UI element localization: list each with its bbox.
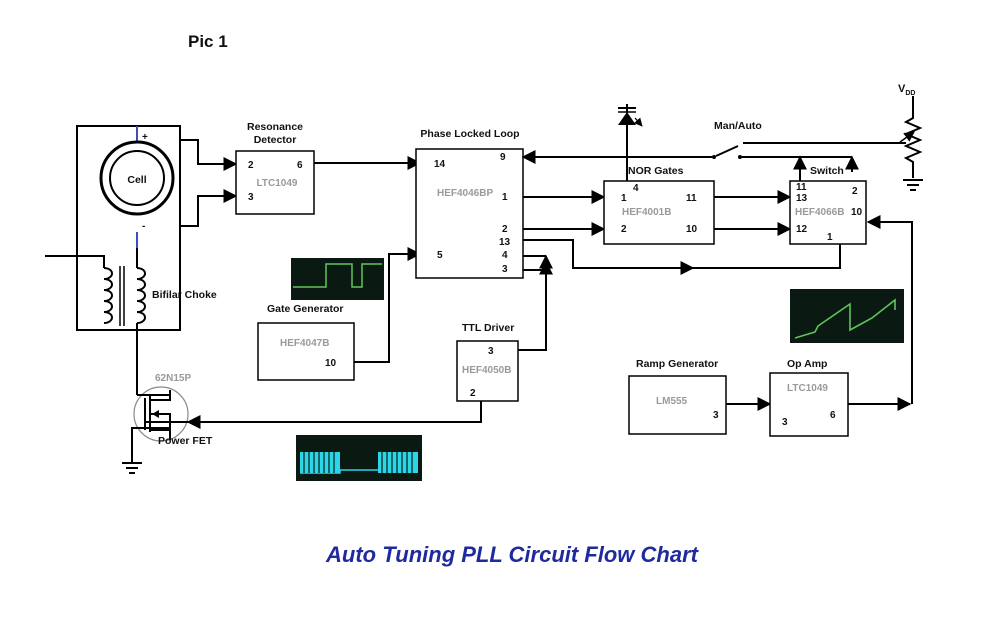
pll-pin-2: 2 (502, 224, 508, 235)
op-amp-block: Op Amp LTC1049 3 6 (769, 358, 849, 437)
ttl-title: TTL Driver (462, 322, 514, 334)
fet-label: Power FET (158, 435, 213, 447)
pll-title: Phase Locked Loop (420, 128, 519, 140)
opamp-part: LTC1049 (787, 383, 828, 394)
pll-pin-5: 5 (437, 250, 443, 261)
man-auto-label: Man/Auto (714, 120, 762, 132)
ttl-pin-2: 2 (470, 388, 476, 399)
switch-pin-10: 10 (851, 207, 863, 218)
cell-plus: + (142, 132, 148, 143)
nor-pin-11: 11 (686, 193, 697, 204)
pll-pin-13: 13 (499, 237, 511, 248)
opamp-pin-3: 3 (782, 417, 788, 428)
ttl-part: HEF4050B (462, 365, 511, 376)
switch-title: Switch (810, 165, 844, 177)
switch-pin-2: 2 (852, 186, 858, 197)
pll-part: HEF4046BP (437, 188, 493, 199)
ramp-pin-3: 3 (713, 410, 719, 421)
resonance-detector-block: Resonance Detector LTC1049 2 6 3 (235, 121, 315, 215)
cell-minus: - (142, 221, 145, 232)
nor-pin-1: 1 (621, 193, 627, 204)
gate-generator-block: Gate Generator HEF4047B 10 (257, 258, 384, 381)
switch-pin-11: 11 (796, 182, 807, 193)
nor-pin-4: 4 (633, 183, 639, 194)
resonance-title-2: Detector (254, 134, 297, 146)
switch-block: Switch HEF4066B 11 13 2 10 12 1 (789, 165, 867, 245)
switch-part: HEF4066B (795, 207, 844, 218)
switch-pin-13: 13 (796, 193, 808, 204)
resonance-pin-3: 3 (248, 192, 254, 203)
gate-gen-title: Gate Generator (267, 303, 343, 315)
cell-icon (99, 140, 175, 216)
inductor-icon (45, 248, 146, 395)
resonance-part: LTC1049 (257, 178, 298, 189)
gate-gen-pin-10: 10 (325, 358, 337, 369)
nor-pin-10: 10 (686, 224, 698, 235)
pll-pin-1: 1 (502, 192, 508, 203)
cell-label: Cell (127, 174, 146, 186)
ttl-pin-3: 3 (488, 346, 494, 357)
opamp-pin-6: 6 (830, 410, 836, 421)
ramp-scope-trace (790, 289, 904, 343)
choke-label: Bifilar Choke (152, 289, 217, 301)
ramp-generator-block: Ramp Generator LM555 3 (628, 358, 727, 435)
ground-icon (903, 179, 923, 191)
diagram-title: Auto Tuning PLL Circuit Flow Chart (325, 542, 700, 567)
pll-pin-14: 14 (434, 159, 446, 170)
opamp-title: Op Amp (787, 358, 827, 370)
switch-pin-12: 12 (796, 224, 808, 235)
pll-pin-9: 9 (500, 152, 506, 163)
resonance-pin-2: 2 (248, 160, 254, 171)
ttl-driver-block: TTL Driver HEF4050B 3 2 (456, 322, 519, 402)
nor-pin-2: 2 (621, 224, 627, 235)
cell-assembly: Cell + - Bifilar Choke (45, 125, 238, 395)
ground-icon (122, 462, 142, 474)
nor-title: NOR Gates (628, 165, 684, 177)
vdd-label: VDD (898, 83, 915, 97)
mosfet-icon (131, 386, 189, 462)
resonance-title-1: Resonance (247, 121, 303, 133)
resonance-pin-6: 6 (297, 160, 303, 171)
ramp-title: Ramp Generator (636, 358, 718, 370)
switch-icon (521, 142, 906, 164)
nor-gates-block: NOR Gates HEF4001B 4 1 11 2 10 (603, 165, 715, 245)
pll-block: Phase Locked Loop HEF4046BP 14 9 1 2 13 … (415, 128, 524, 279)
ramp-part: LM555 (656, 396, 688, 407)
potentiometer-icon (899, 96, 923, 178)
pll-pin-3: 3 (502, 264, 508, 275)
pic-label: Pic 1 (188, 32, 228, 51)
pll-pin-4: 4 (502, 250, 508, 261)
nor-part: HEF4001B (622, 207, 671, 218)
switch-pin-1: 1 (827, 232, 833, 243)
power-fet: 62N15P Power FET (122, 373, 213, 474)
led-icon (618, 104, 643, 188)
fet-part: 62N15P (155, 373, 191, 384)
fet-drive-scope-trace (296, 435, 422, 481)
gate-gen-part: HEF4047B (280, 338, 329, 349)
gate-scope-trace (291, 258, 384, 300)
